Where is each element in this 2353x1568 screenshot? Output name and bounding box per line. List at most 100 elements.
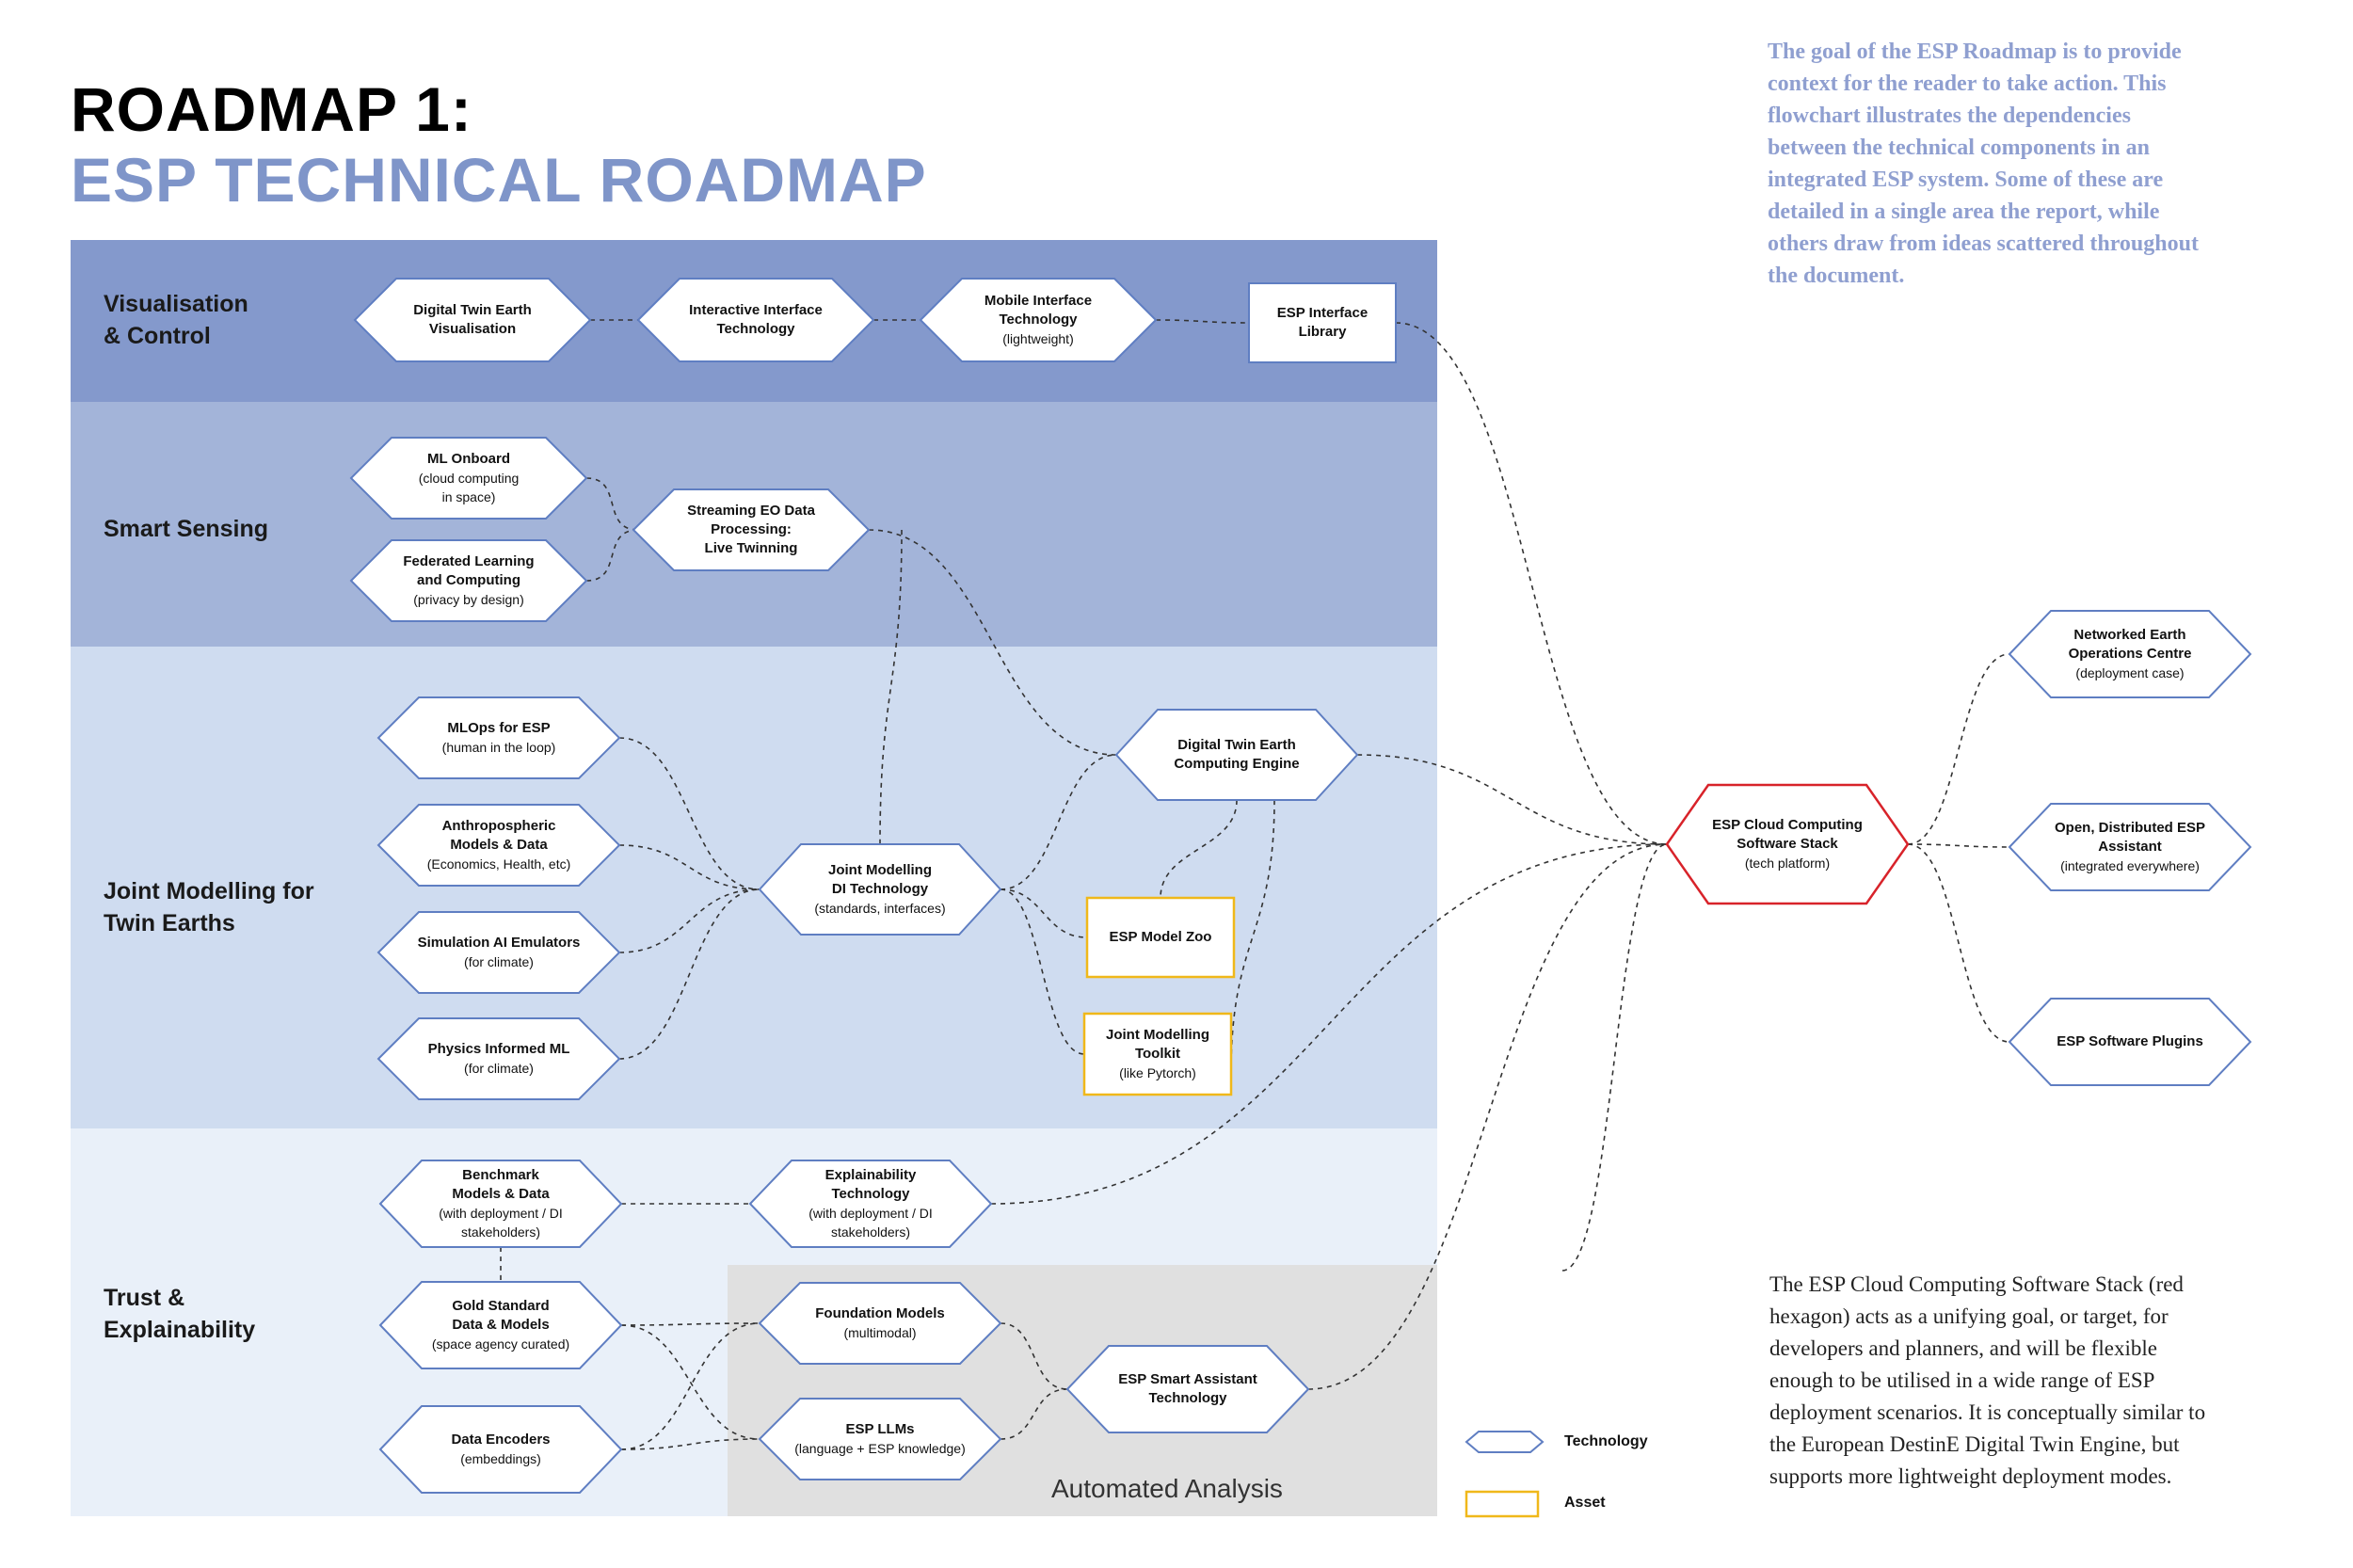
node-title: Gold Standard Data & Models <box>452 1298 550 1333</box>
node-foundation: Foundation Models (multimodal) <box>769 1285 991 1362</box>
node-subtitle: (with deployment / DI stakeholders) <box>439 1206 563 1240</box>
legend-technology-hexagon <box>1465 1431 1545 1453</box>
node-title: Federated Learning and Computing <box>403 553 535 588</box>
node-title: Physics Informed ML <box>427 1041 570 1057</box>
node-streaming-shape <box>632 488 871 571</box>
node-title: Foundation Models <box>815 1305 945 1321</box>
node-subtitle: (for climate) <box>464 954 534 969</box>
node-esp-interface-shape <box>1248 282 1397 363</box>
node-title: Simulation AI Emulators <box>417 935 581 951</box>
connector <box>1160 799 1238 899</box>
node-mlops: MLOps for ESP (human in the loop) <box>388 699 610 776</box>
node-subtitle: (space agency curated) <box>431 1336 570 1352</box>
node-llms-shape <box>758 1398 1002 1480</box>
node-joint-di-shape <box>758 843 1002 936</box>
node-subtitle: (deployment case) <box>2075 665 2185 680</box>
connector <box>618 888 760 953</box>
connector <box>618 888 760 1060</box>
node-interactive-shape <box>636 278 875 362</box>
connector <box>618 844 760 890</box>
node-cloud-shape <box>1665 783 1910 905</box>
intro-paragraph: The goal of the ESP Roadmap is to provid… <box>1768 40 2199 288</box>
node-benchmark-shape <box>378 1160 623 1248</box>
node-title: ML Onboard <box>426 451 511 467</box>
legend-technology-label: Technology <box>1564 1433 1648 1449</box>
node-subtitle: (cloud computing in space) <box>418 471 520 504</box>
node-title: Anthropospheric Models & Data <box>441 818 556 853</box>
node-open-assistant: Open, Distributed ESP Assistant (integrat… <box>2019 806 2241 888</box>
connector <box>1230 799 1275 1074</box>
lane-label-sensing: Smart Sensing <box>104 516 269 542</box>
node-subtitle: (Economics, Health, etc) <box>426 856 571 872</box>
node-title: Open, Distributed ESP Assistant <box>2054 820 2206 855</box>
connector <box>585 477 639 531</box>
node-title: MLOps for ESP <box>447 720 551 736</box>
node-plugins-shape <box>2008 998 2252 1086</box>
node-sim-ai: Simulation AI Emulators (for climate) <box>388 914 610 991</box>
note-paragraph: The ESP Cloud Computing Software Stack (… <box>1769 1272 2206 1488</box>
connector <box>990 843 1668 1205</box>
automated-analysis-label: Automated Analysis <box>1051 1474 1283 1503</box>
node-dte-engine: Digital Twin Earth Computing Engine <box>1126 712 1348 798</box>
connector <box>620 1324 760 1440</box>
node-dte-vis-shape <box>353 278 592 362</box>
node-subtitle: (standards, interfaces) <box>814 901 946 916</box>
node-model-zoo-shape <box>1085 896 1236 979</box>
connector <box>1000 1388 1068 1440</box>
node-mobile: Mobile Interface Technology(lightweight) <box>930 280 1146 360</box>
node-anthro-shape <box>376 804 621 887</box>
node-federated: Federated Learning and Computing (privacy… <box>360 542 577 619</box>
node-ml-onboard: ML Onboard (cloud computing in space) <box>360 440 577 517</box>
connector <box>1907 843 2010 848</box>
node-encoders-shape <box>378 1405 623 1494</box>
legend-asset-label: Asset <box>1564 1495 1606 1511</box>
connector <box>1561 843 1668 1272</box>
node-title: ESP Software Plugins <box>2057 1033 2203 1049</box>
node-title: Joint Modelling DI Technology <box>828 862 932 897</box>
connector <box>1000 888 1085 1055</box>
node-subtitle: (integrated everywhere) <box>2060 858 2200 873</box>
node-physics-ml: Physics Informed ML(for climate) <box>388 1020 610 1097</box>
node-cloud: ESP Cloud Computing Software Stack(tech … <box>1676 787 1898 902</box>
node-title: Benchmark Models & Data <box>452 1167 550 1202</box>
node-title: Explainability Technology <box>824 1167 917 1202</box>
node-interactive: Interactive Interface Technology <box>648 280 864 360</box>
lane-label-trust: Trust & Explainability <box>104 1285 256 1343</box>
legend-asset-rect <box>1465 1490 1540 1518</box>
connector <box>1395 322 1668 845</box>
page-title-line1: ROADMAP 1: <box>71 74 472 144</box>
node-subtitle: (like Pytorch) <box>1119 1065 1196 1080</box>
connector <box>1907 653 2010 845</box>
node-neoc: Networked Earth Operations Centre(deploy… <box>2019 613 2241 696</box>
connector <box>1000 754 1117 890</box>
connector <box>1000 888 1088 938</box>
node-anthro: Anthropospheric Models & Data (Economics,… <box>388 807 610 884</box>
node-physics-ml-shape <box>376 1017 621 1100</box>
node-gold-shape <box>378 1281 623 1369</box>
connector <box>620 1322 760 1450</box>
node-shapes <box>349 278 2252 1494</box>
node-assistant-shape <box>1065 1345 1310 1433</box>
node-sim-ai-shape <box>376 911 621 994</box>
node-mlops-shape <box>376 696 621 779</box>
node-esp-interface: ESP Interface Library <box>1258 285 1386 360</box>
node-title: Data Encoders <box>451 1432 551 1448</box>
connector <box>1307 843 1668 1390</box>
lane-label-visualisation: Visualisation & Control <box>104 291 248 349</box>
node-title: ESP Smart Assistant Technology <box>1118 1371 1257 1406</box>
node-title: Digital Twin Earth Visualisation <box>413 302 532 337</box>
node-subtitle: (privacy by design) <box>413 592 524 607</box>
node-subtitle: (embeddings) <box>460 1451 541 1466</box>
node-subtitle: (language + ESP knowledge) <box>794 1441 966 1456</box>
node-subtitle: (multimodal) <box>843 1325 917 1340</box>
node-subtitle: (human in the loop) <box>441 740 556 755</box>
node-gold: Gold Standard Data & Models (space agency… <box>390 1284 612 1367</box>
connector <box>1907 843 2010 1043</box>
node-joint-di: Joint Modelling DI Technology (standards,… <box>769 846 991 933</box>
node-toolkit: Joint Modelling Toolkit(like Pytorch) <box>1094 1016 1222 1093</box>
node-benchmark: Benchmark Models & Data (with deployment … <box>390 1162 612 1245</box>
node-ml-onboard-shape <box>349 437 588 520</box>
connector <box>620 1438 760 1450</box>
node-federated-shape <box>349 539 588 622</box>
